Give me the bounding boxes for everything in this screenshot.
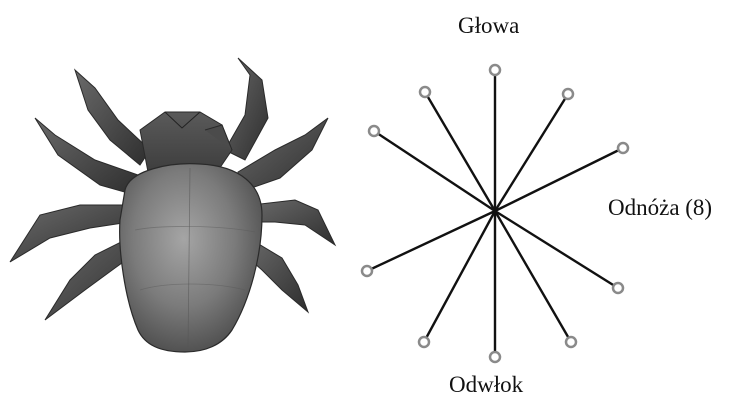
edge-leg-8	[495, 211, 571, 342]
label-legs: Odnóża (8)	[608, 196, 712, 219]
edge-leg-5	[367, 211, 495, 271]
node-leg-3	[369, 126, 379, 136]
edge-leg-1	[425, 92, 495, 211]
edge-leg-7	[424, 211, 495, 342]
node-head	[490, 65, 500, 75]
label-abdomen: Odwłok	[449, 373, 523, 396]
node-leg-2	[563, 89, 573, 99]
label-head: Głowa	[458, 14, 519, 37]
spider-abdomen	[120, 164, 262, 352]
edge-leg-3	[374, 131, 495, 211]
tree-edges	[367, 70, 623, 357]
node-leg-6	[613, 283, 623, 293]
node-abdomen	[490, 352, 500, 362]
node-leg-5	[362, 266, 372, 276]
node-leg-4	[618, 143, 628, 153]
node-leg-1	[420, 87, 430, 97]
node-leg-8	[566, 337, 576, 347]
origami-spider-image	[0, 0, 340, 399]
edge-leg-6	[495, 211, 618, 288]
node-leg-7	[419, 337, 429, 347]
